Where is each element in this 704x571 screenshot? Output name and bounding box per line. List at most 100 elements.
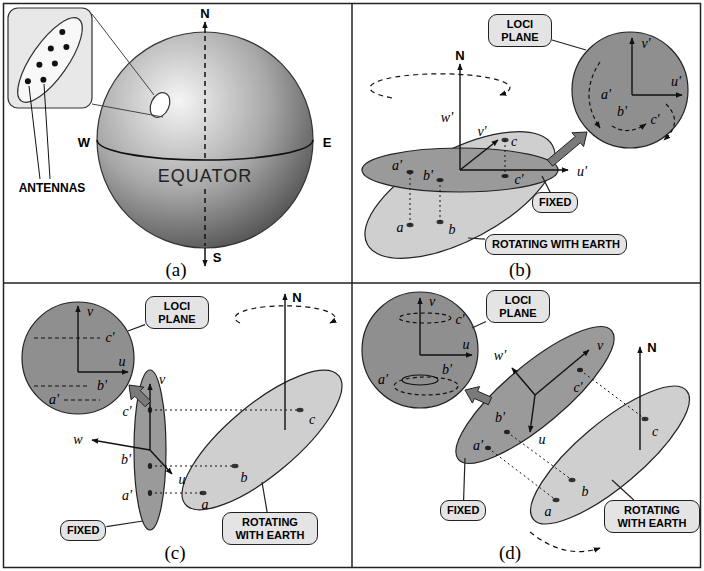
antenna-inset — [25, 78, 31, 84]
equator-label: EQUATOR — [158, 166, 252, 187]
coordinate-label: c' — [514, 172, 523, 188]
coordinate-label: v' — [641, 36, 650, 52]
coordinate-axis — [631, 38, 632, 95]
projection-line — [507, 432, 572, 480]
coordinate-label: b' — [617, 104, 627, 120]
coordinate-label: a' — [392, 158, 402, 174]
antenna-leader — [29, 86, 40, 179]
coordinate-label: v — [429, 294, 435, 310]
panel-label: (a) — [165, 259, 186, 281]
zoom-lines — [92, 14, 163, 117]
coordinate-axis — [512, 368, 535, 395]
coordinate-label: u — [539, 432, 546, 448]
coordinate-axis — [460, 140, 498, 170]
projection-line — [410, 140, 505, 225]
coordinate-label: a' — [473, 438, 483, 454]
antenna-leader — [44, 84, 50, 179]
callout-text: FIXED — [447, 504, 479, 517]
rotation-arrow — [530, 532, 600, 552]
rotation-arrow — [370, 74, 510, 98]
figure-frame — [4, 282, 701, 284]
antenna-inset — [7, 9, 94, 112]
locus-track — [394, 377, 458, 395]
callout-box: LOCI PLANE — [488, 14, 552, 47]
coordinate-label: b — [449, 222, 456, 238]
coordinate-label: b — [241, 470, 248, 486]
coordinate-label: b' — [423, 168, 433, 184]
antenna-inset — [25, 29, 70, 84]
projected-point — [485, 446, 491, 450]
callout-text: LOCI PLANE — [493, 294, 543, 319]
panel-label: (b) — [509, 259, 531, 281]
coordinate-label: v — [597, 338, 603, 354]
callout-box: ROTATING WITH EARTH — [222, 512, 318, 545]
direction-label: W — [78, 135, 90, 150]
coordinate-label: a' — [378, 372, 388, 388]
projected-point — [437, 178, 444, 182]
locus-track — [664, 104, 675, 140]
callout-text: ROTATING WITH EARTH — [492, 238, 620, 251]
loci-circle — [362, 292, 478, 408]
callout-box: ROTATING WITH EARTH — [485, 234, 627, 255]
coordinate-label: u — [463, 337, 470, 353]
coordinate-axis — [92, 440, 150, 450]
coordinate-label: u — [179, 472, 186, 488]
rotation-axis — [639, 347, 640, 450]
coordinate-label: a — [545, 504, 552, 520]
projected-point — [407, 170, 414, 174]
callout-box: LOCI PLANE — [145, 296, 209, 329]
coordinate-axis — [149, 384, 150, 450]
coordinate-label: v' — [477, 124, 486, 140]
callout-box: ROTATING WITH EARTH — [604, 500, 700, 533]
coordinate-label: c' — [122, 404, 131, 420]
projection-line — [410, 172, 411, 225]
projected-point — [504, 430, 510, 434]
coordinate-axis — [419, 298, 420, 355]
coordinate-label: v — [159, 372, 165, 388]
callout-text: LOCI PLANE — [495, 18, 545, 43]
direction-label: S — [213, 250, 222, 265]
coordinate-axis — [150, 450, 172, 474]
rotating-plane — [163, 349, 361, 531]
rotation-axis — [204, 189, 206, 246]
coordinate-label: c — [309, 412, 315, 428]
projection-arrow — [129, 132, 587, 407]
leader-line — [542, 176, 550, 192]
antenna-leader — [29, 84, 50, 179]
projection-line — [150, 410, 300, 493]
rotation-axis — [204, 248, 206, 266]
callout-text: ROTATING WITH EARTH — [611, 504, 693, 529]
rotation-axis — [204, 22, 206, 33]
antenna-inset — [63, 44, 69, 50]
projected-point — [485, 368, 583, 450]
coordinate-axis — [77, 306, 78, 372]
callout-text: LOCI PLANE — [152, 300, 202, 325]
projected-point — [407, 170, 509, 182]
coordinate-label: c' — [105, 330, 114, 346]
antenna-point — [553, 417, 649, 502]
locus-track — [399, 313, 451, 323]
projection-line — [580, 370, 645, 419]
coordinate-label: a — [202, 497, 209, 513]
direction-label: N — [200, 6, 209, 21]
direction-label: N — [455, 48, 464, 63]
callout-box: LOCI PLANE — [486, 290, 550, 323]
coordinate-label: w' — [494, 348, 506, 364]
antenna-inset — [40, 77, 46, 83]
antenna-site — [146, 89, 173, 120]
antenna-inset — [59, 29, 65, 35]
antenna-inset — [48, 45, 54, 51]
rotating-plane — [163, 349, 361, 531]
coordinate-axis — [460, 169, 568, 170]
leader-line — [468, 238, 485, 239]
earth-globe — [97, 32, 313, 248]
coordinate-axis — [512, 350, 589, 432]
coordinate-label: w — [73, 432, 82, 448]
callout-text: FIXED — [67, 524, 99, 537]
locus-track — [612, 124, 646, 131]
projection-line — [488, 370, 645, 500]
callout-text: FIXED — [539, 196, 571, 209]
